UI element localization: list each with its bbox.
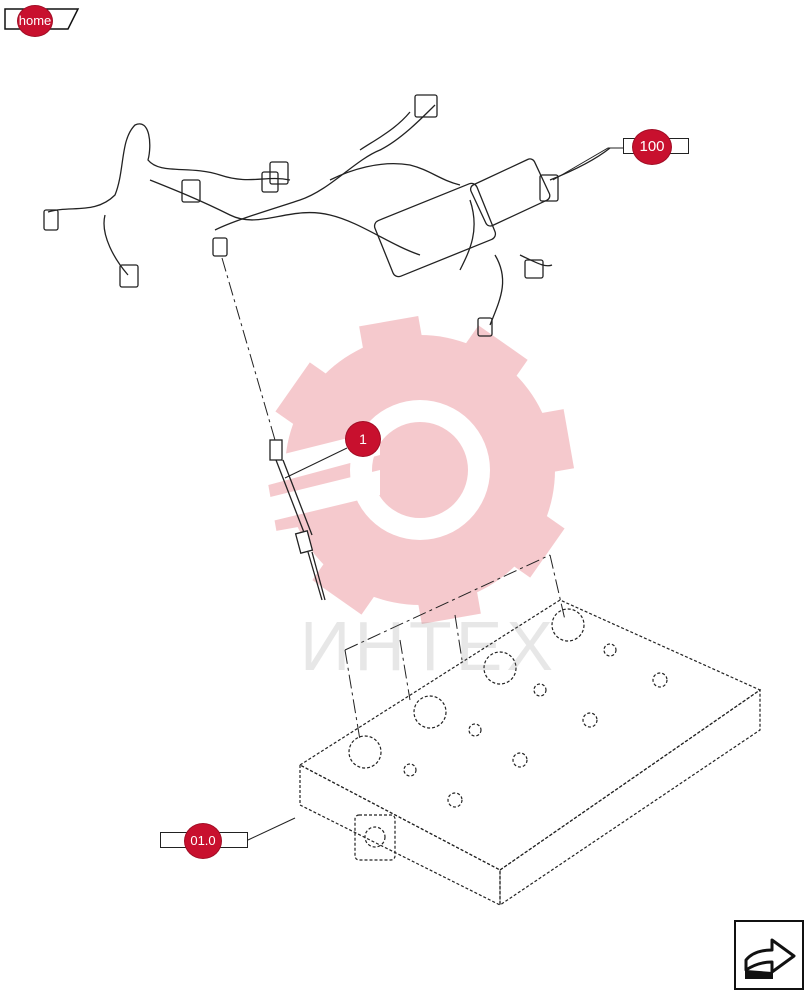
arrow-right-icon bbox=[744, 938, 796, 979]
wiring-harness bbox=[43, 94, 611, 337]
harness-reference-badge[interactable]: 100 bbox=[633, 130, 671, 164]
cylinder-head-reference-badge[interactable]: 01.0 bbox=[185, 824, 221, 858]
cylinder-head bbox=[298, 599, 762, 907]
next-page-button[interactable] bbox=[734, 920, 804, 990]
glow-plug bbox=[269, 439, 326, 601]
watermark-text: ИНТЕХ bbox=[300, 607, 558, 685]
glow-plug-item-badge[interactable]: 1 bbox=[346, 422, 380, 456]
assembly-center-lines bbox=[221, 257, 566, 741]
home-tab[interactable]: home bbox=[4, 4, 80, 36]
home-label[interactable]: home bbox=[18, 6, 52, 36]
watermark-gear-icon bbox=[240, 315, 575, 625]
